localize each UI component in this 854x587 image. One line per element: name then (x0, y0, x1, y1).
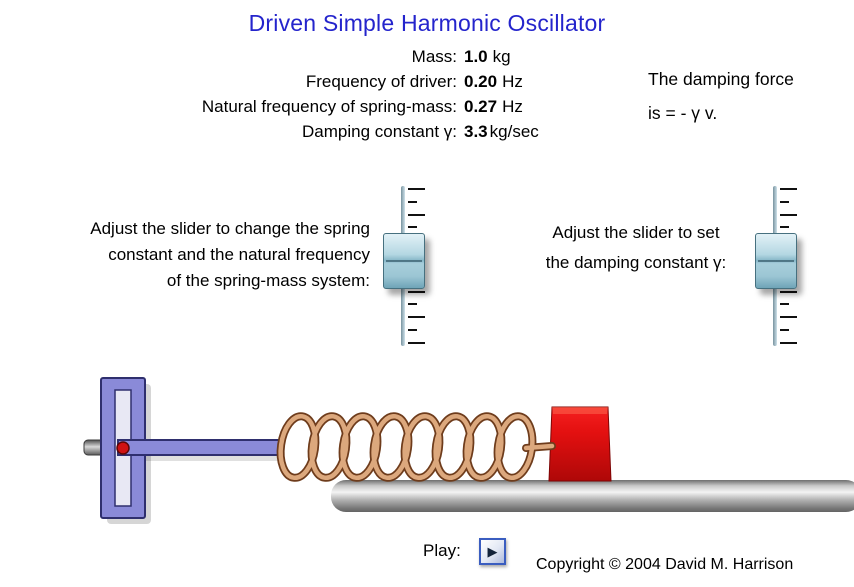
driver-pin (116, 441, 130, 455)
driver-arm (117, 439, 281, 456)
spring-constant-slider[interactable] (383, 186, 429, 346)
damping-slider-instruction-line1: Adjust the slider to set (552, 223, 720, 242)
param-value-mass: 1.0 (464, 47, 488, 66)
damping-slider-handle[interactable] (755, 233, 797, 289)
spring-slider-instruction-line3: of the spring-mass system: (166, 271, 370, 290)
spring-slider-instruction-line1: Adjust the slider to change the spring (90, 219, 370, 238)
damping-slider-instruction: Adjust the slider to set the damping con… (538, 218, 734, 278)
driver-mechanism (83, 377, 281, 519)
mass-block (548, 406, 612, 482)
param-row-damping-constant: Damping constant γ: 3.3 kg/sec (100, 122, 539, 147)
copyright-text: Copyright © 2004 David M. Harrison (536, 556, 794, 573)
param-value-natural-frequency: 0.27 (464, 97, 498, 116)
spring-slider-handle[interactable] (383, 233, 425, 289)
param-label-mass: Mass: (411, 47, 457, 66)
param-unit-driver-frequency: Hz (502, 72, 523, 91)
param-label-natural-frequency: Natural frequency of spring-mass: (201, 97, 457, 116)
param-value-driver-frequency: 0.20 (464, 72, 498, 91)
play-label: Play: (423, 541, 461, 560)
damping-note-line1: The damping force (648, 69, 794, 89)
play-icon: ▶ (487, 544, 498, 559)
param-row-driver-frequency: Frequency of driver: 0.20 Hz (100, 72, 539, 97)
param-value-damping-constant: 3.3 (464, 122, 488, 141)
play-button[interactable]: ▶ (479, 538, 506, 565)
spring (276, 412, 556, 482)
damping-note-line2: is = - γ v. (648, 103, 718, 123)
damping-slider[interactable] (755, 186, 801, 346)
parameter-readout: Mass: 1.0 kg Frequency of driver: 0.20 H… (100, 47, 539, 147)
spring-slider-instruction: Adjust the slider to change the spring c… (18, 216, 370, 294)
param-row-natural-frequency: Natural frequency of spring-mass: 0.27 H… (100, 97, 539, 122)
param-unit-damping-constant: kg/sec (489, 122, 539, 141)
param-row-mass: Mass: 1.0 kg (100, 47, 539, 72)
track-rod (331, 480, 854, 512)
page-title: Driven Simple Harmonic Oscillator (248, 10, 606, 36)
param-label-damping-constant: Damping constant γ: (302, 122, 457, 141)
spring-slider-instruction-line2: constant and the natural frequency (108, 245, 370, 264)
simulation-canvas (83, 377, 854, 524)
damping-slider-instruction-line2: the damping constant γ: (545, 253, 727, 272)
param-label-driver-frequency: Frequency of driver: (305, 72, 457, 91)
damping-force-note: The damping force is = - γ v. (648, 62, 794, 130)
param-unit-natural-frequency: Hz (502, 97, 523, 116)
param-unit-mass: kg (492, 47, 511, 66)
